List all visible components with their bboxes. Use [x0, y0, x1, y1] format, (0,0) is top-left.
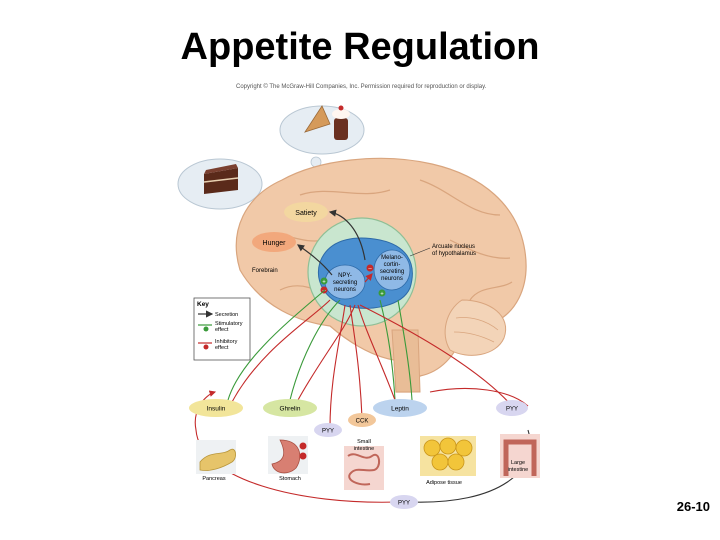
large-intestine-illustration: Large intestine [500, 434, 540, 478]
cake-thought-bubble [178, 159, 262, 209]
pyy-left-label: PYY [322, 429, 334, 435]
svg-text:Arcuate nucleus: Arcuate nucleus [432, 244, 475, 250]
pancreas-illustration: Pancreas [196, 440, 236, 482]
small-intestine-label-1: Small [357, 439, 371, 445]
svg-text:secreting: secreting [380, 269, 404, 275]
satiety-label: Satiety [295, 210, 317, 217]
hunger-label: Hunger [263, 240, 287, 247]
key-inhibitory-2: effect [215, 345, 229, 351]
svg-text:Melano-: Melano- [381, 255, 403, 261]
small-intestine-label-2: intestine [354, 446, 375, 452]
ghrelin-label: Ghrelin [280, 406, 301, 413]
slide-number: 26-10 [677, 499, 710, 514]
melanocortin-label: Melano- cortin- secreting neurons [380, 255, 404, 282]
svg-text:+: + [322, 280, 326, 286]
small-intestine-illustration: Small intestine [344, 439, 384, 490]
svg-text:NPY-: NPY- [338, 273, 352, 279]
dessert-thought-bubble [280, 106, 364, 155]
key-secretion: Secretion [215, 312, 238, 318]
svg-text:secreting: secreting [333, 280, 357, 286]
pancreas-label: Pancreas [202, 476, 225, 482]
leptin-label: Leptin [391, 406, 409, 413]
pyy-right-label: PYY [506, 407, 518, 413]
large-intestine-label-1: Large [511, 460, 525, 466]
key-stimulatory-2: effect [215, 327, 229, 333]
arcuate-label: Arcuate nucleus of hypothalamus [432, 244, 476, 257]
pyy-bottom-label: PYY [398, 501, 410, 507]
cck-label: CCK [356, 419, 369, 425]
svg-text:cortin-: cortin- [384, 262, 401, 268]
forebrain-label: Forebrain [252, 268, 278, 274]
svg-text:of hypothalamus: of hypothalamus [432, 251, 476, 257]
svg-text:+: + [380, 292, 384, 298]
svg-text:neurons: neurons [334, 287, 356, 293]
adipose-illustration: Adipose tissue [420, 436, 476, 486]
adipose-label: Adipose tissue [426, 480, 462, 486]
stomach-illustration: Stomach [268, 436, 308, 482]
insulin-label: Insulin [207, 406, 226, 413]
svg-text:neurons: neurons [381, 276, 403, 282]
key-legend: Key Secretion Stimulatory effect Inhibit… [194, 298, 250, 360]
stomach-label: Stomach [279, 476, 301, 482]
large-intestine-label-2: intestine [508, 467, 529, 473]
key-title: Key [197, 301, 209, 308]
